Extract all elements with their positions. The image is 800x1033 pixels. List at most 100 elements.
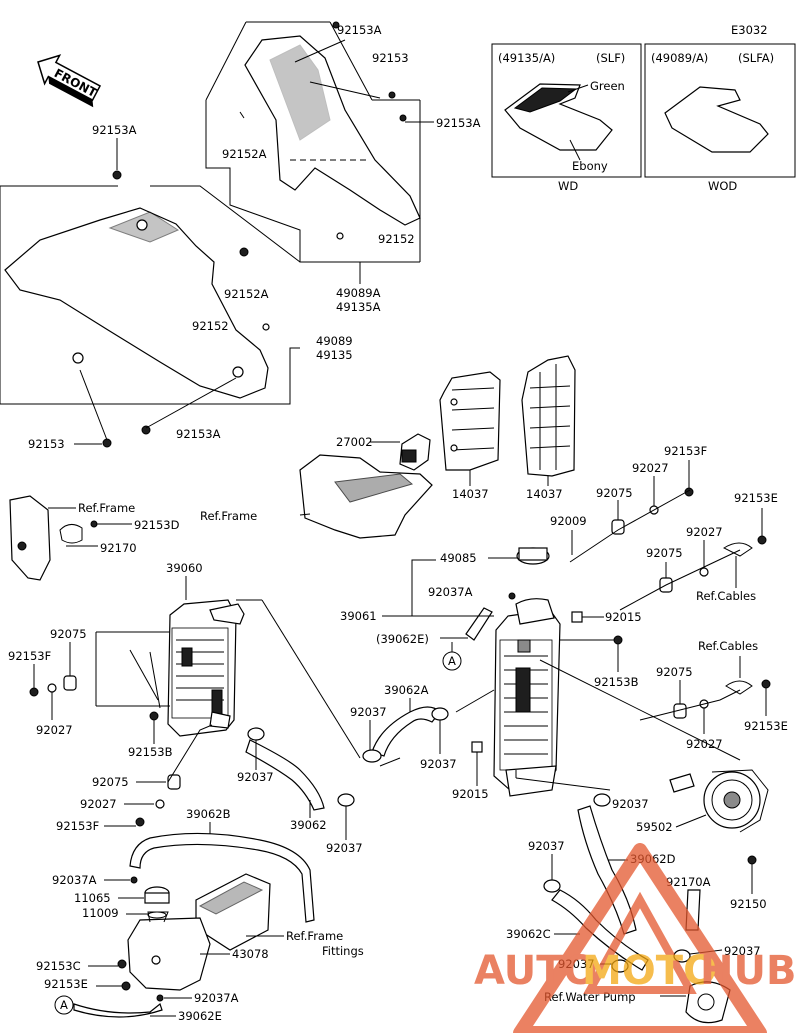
- part-label: 92153: [28, 437, 65, 451]
- bolt-icon: [102, 438, 112, 448]
- part-label: 92037A: [194, 991, 239, 1005]
- reference-circle-a: [54, 995, 74, 1015]
- part-label: 92153E: [44, 977, 88, 991]
- hose-39062e: [465, 607, 493, 641]
- part-label: 92027: [36, 723, 73, 737]
- bolt-icon: [156, 994, 164, 1002]
- hose-39062b: [129, 832, 315, 923]
- bolt-icon: [388, 91, 396, 99]
- part-label: 92153A: [176, 427, 221, 441]
- grommet-icon: [63, 675, 77, 691]
- bolt-icon: [399, 114, 407, 122]
- part-label: 39062A: [384, 683, 429, 697]
- part-label: 92037: [237, 770, 274, 784]
- variant-caption-wod: WOD: [708, 179, 737, 193]
- grommet-icon: [336, 232, 344, 240]
- variant-box-slf: (49135/A) (SLF) Green Ebony: [491, 43, 642, 178]
- bolt-icon: [239, 247, 249, 257]
- part-label: 92170: [100, 541, 137, 555]
- radiator-filler-neck: [515, 598, 555, 625]
- part-label: 39062B: [186, 807, 231, 821]
- bolt-icon: [121, 981, 131, 991]
- part-label: 39062: [290, 818, 327, 832]
- bolt-icon: [747, 855, 757, 865]
- part-label: 92153F: [56, 819, 99, 833]
- clip-icon: [471, 741, 483, 753]
- part-label: 92037: [612, 797, 649, 811]
- hose-clamp-icon: [593, 793, 611, 807]
- part-label: 92075: [596, 486, 633, 500]
- part-label: 92153: [372, 51, 409, 65]
- bolt-icon: [613, 635, 623, 645]
- part-label: 27002: [336, 435, 373, 449]
- hose-clamp-icon: [362, 749, 382, 763]
- radiator-grille-b: [521, 355, 576, 477]
- part-label: 11009: [82, 906, 119, 920]
- part-label: 43078: [232, 947, 269, 961]
- bolt-icon: [757, 535, 767, 545]
- collar-icon: [699, 567, 709, 577]
- part-label: 39061: [340, 609, 377, 623]
- collar-icon: [155, 799, 165, 809]
- part-label: 49089: [316, 334, 353, 348]
- bolt-icon: [135, 817, 145, 827]
- radiator-grille-a: [439, 371, 501, 471]
- part-label: 92037: [420, 757, 457, 771]
- bolt-hole-icon: [72, 352, 84, 364]
- part-label: 92037A: [52, 873, 97, 887]
- part-label: 92153E: [744, 719, 788, 733]
- water-pump: [685, 981, 731, 1024]
- variant-code: (49135/A): [498, 51, 555, 65]
- hose-clamp-icon: [611, 959, 629, 973]
- fan-connector: [669, 773, 695, 793]
- ref-label: Ref.Cables: [696, 589, 756, 603]
- radiator-shroud-upper: [244, 35, 421, 226]
- color-green-label: Green: [590, 79, 625, 93]
- part-label: 92027: [686, 737, 723, 751]
- hose-39062e-lower: [73, 1002, 163, 1018]
- part-label: 92152A: [224, 287, 269, 301]
- part-label: 92027: [686, 525, 723, 539]
- reference-letter: A: [60, 998, 68, 1012]
- grommet-icon: [611, 519, 625, 535]
- bolt-hole-icon: [232, 366, 244, 378]
- part-label: 14037: [452, 487, 489, 501]
- part-label: 92075: [50, 627, 87, 641]
- part-label: 92153E: [734, 491, 778, 505]
- bolt-icon: [112, 170, 122, 180]
- frame-ref-left: [9, 495, 51, 581]
- part-label: 92009: [550, 514, 587, 528]
- variant-code: (49089/A): [651, 51, 708, 65]
- front-arrow-icon: FRONT: [37, 54, 102, 108]
- hose-39062c: [551, 889, 649, 971]
- grommet-icon: [167, 774, 181, 790]
- reference-letter: A: [448, 654, 456, 668]
- part-label: 92075: [646, 546, 683, 560]
- part-label: 92152A: [222, 147, 267, 161]
- part-label: 11065: [74, 891, 111, 905]
- bolt-hole-icon: [136, 219, 148, 231]
- part-label: 92150: [730, 897, 767, 911]
- part-label: 92037: [350, 705, 387, 719]
- ref-label: Ref.Frame: [78, 501, 135, 515]
- shroud-graphic-slfa: [664, 86, 769, 153]
- watermark-auto: AUTO: [474, 948, 598, 994]
- bolt-icon: [761, 679, 771, 689]
- ref-label: Ref.Frame: [200, 509, 257, 523]
- variant-tag: (SLFA): [738, 51, 774, 65]
- part-label: 92037A: [428, 585, 473, 599]
- hose-39062: [245, 739, 325, 811]
- ref-label: Ref.Cables: [698, 639, 758, 653]
- part-label: 39062E: [178, 1009, 222, 1023]
- variant-tag: (SLF): [596, 51, 625, 65]
- hose-39062a: [371, 706, 441, 757]
- part-label: 92152: [378, 232, 415, 246]
- part-label: 92153B: [128, 745, 173, 759]
- bolt-icon: [117, 959, 127, 969]
- bolt-icon: [130, 876, 138, 884]
- watermark-moto: MOTO: [582, 948, 717, 994]
- part-label: 49135: [316, 348, 353, 362]
- part-label: 92153D: [134, 518, 180, 532]
- part-label: 49135A: [336, 300, 381, 314]
